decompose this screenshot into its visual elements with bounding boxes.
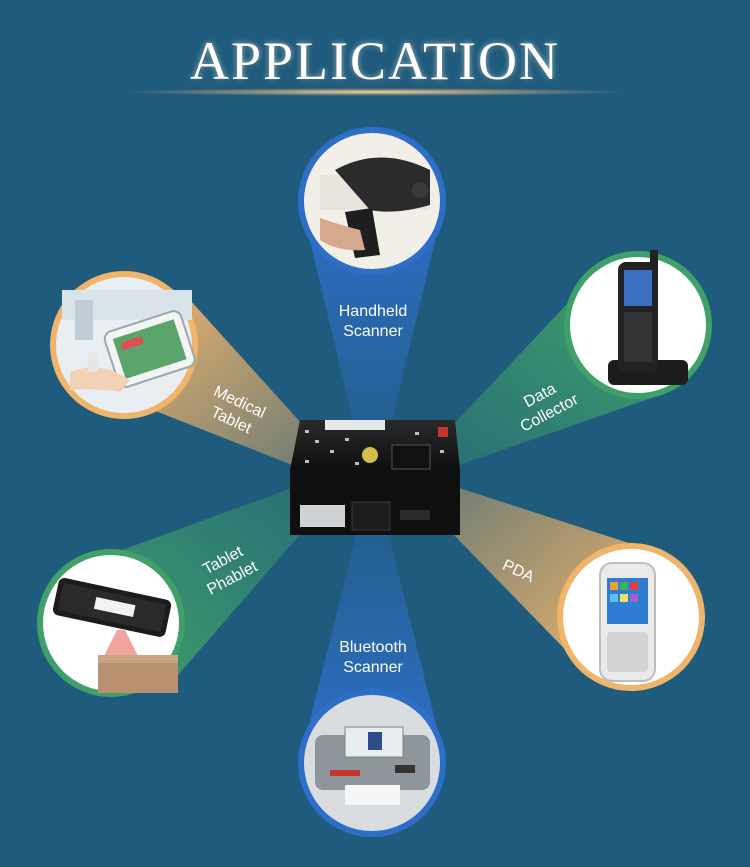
circle-bluetooth-scanner	[298, 689, 446, 837]
beam-bluetooth	[300, 500, 445, 760]
label-handheld-scanner: Handheld Scanner	[338, 303, 408, 340]
circle-tablet-phablet	[37, 549, 185, 697]
label-bluetooth-scanner: Bluetooth Scanner	[339, 639, 407, 676]
center-scan-engine-module	[290, 420, 460, 535]
page-title: APPLICATION	[189, 31, 561, 91]
circle-handheld-scanner	[298, 127, 446, 275]
circle-data-collector	[564, 250, 712, 399]
circle-pda	[557, 543, 705, 691]
title-glow	[120, 88, 630, 96]
beam-handheld	[300, 200, 445, 470]
circle-medical-tablet	[50, 271, 198, 419]
